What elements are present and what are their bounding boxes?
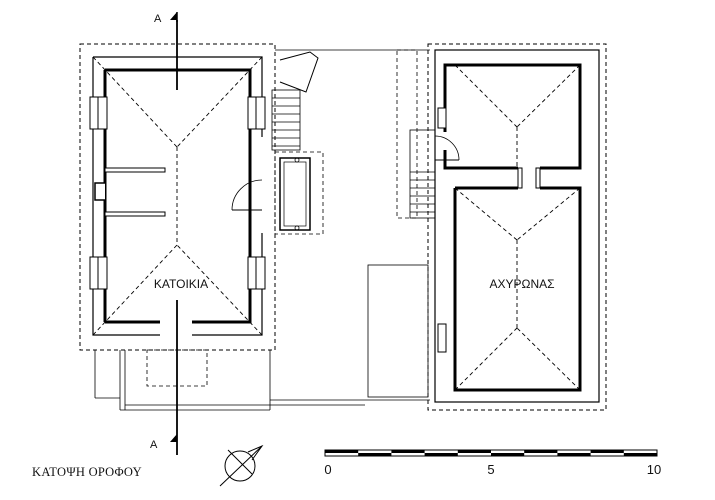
scale-bar [324,449,658,457]
barn-window [437,323,447,353]
stair-block [271,49,430,235]
barn-block: ΑΧΥΡΩΝΑΣ [427,43,607,411]
partition-lower [104,211,166,217]
scale-bar-segment [325,450,359,453]
house-block: ΚΑΤΟΙΚΙΑ [79,43,430,411]
scale-bar-segment [391,450,425,453]
barn-annex [367,264,429,398]
house-entrance [94,349,430,411]
scale-tick-5: 5 [487,462,494,477]
north-arrow-icon [219,444,264,487]
balcony-outline [274,151,324,235]
scale-bar-segment [491,453,525,456]
section-marker-bottom: Α [150,439,158,451]
house-windows-right [247,96,266,290]
scale-bar-segment [623,453,657,456]
plan-title: ΚΑΤΟΨΗ ΟΡΟΦΟΥ [32,465,142,479]
barn-upper-room-wall [443,63,582,170]
barn-roof-hips [454,64,581,391]
stair-landing-door [279,51,319,93]
scale-bar-segment [524,450,558,453]
partition-upper [104,167,166,173]
barn-stair-block [367,49,436,398]
barn-wall [434,49,600,403]
scale-bar-segment [424,453,458,456]
barn-door-swing [434,135,460,161]
scale-bar-segment [557,453,591,456]
house-roof-hips [92,56,263,336]
fireplace [94,182,105,201]
room-label-barn: ΑΧΥΡΩΝΑΣ [489,277,554,291]
scale-bar-segment [590,450,624,453]
section-line-a: Α Α [150,12,178,455]
scale-bar-segment [457,450,491,453]
barn-roof-outline [427,43,607,411]
scale-tick-10: 10 [647,462,661,477]
section-marker-top: Α [154,13,162,25]
house-windows-left [89,96,108,290]
barn-window [437,107,447,129]
scale-bar-segment [358,453,392,456]
balcony [279,157,311,231]
room-label-house: ΚΑΤΟΙΚΙΑ [154,277,208,291]
scale-tick-0: 0 [324,462,331,477]
house-door-swing [231,179,263,211]
